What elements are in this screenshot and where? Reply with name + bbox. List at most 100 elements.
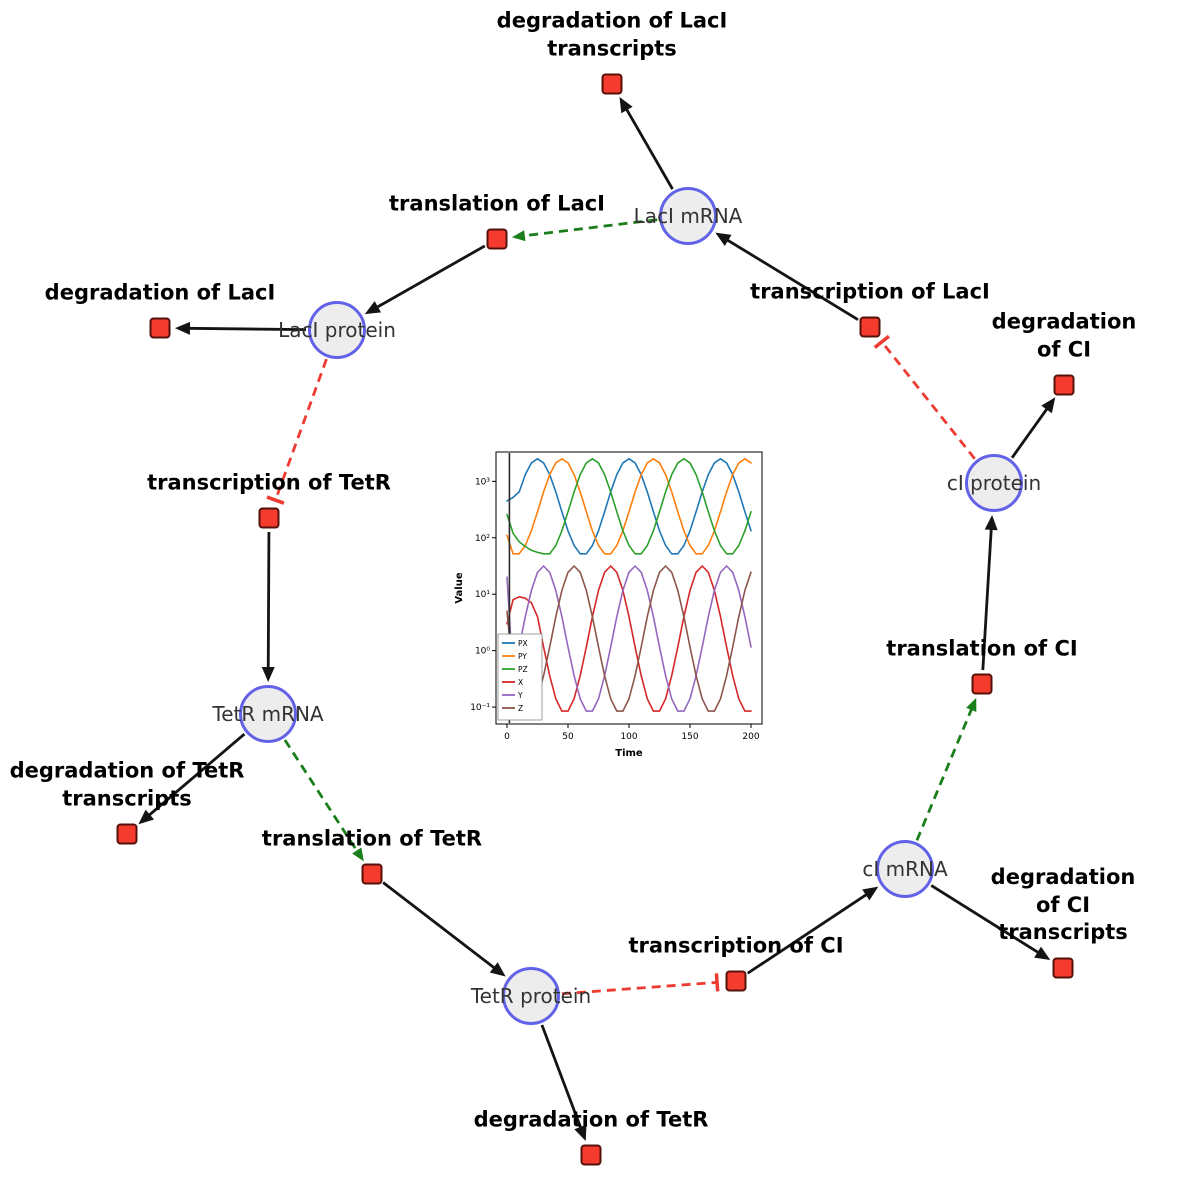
edge-consumption-laci_protein-degradation_laci — [174, 321, 307, 335]
arrowhead-icon — [715, 232, 732, 247]
edge-consumption-ci_mrna-deg_ci_tx — [930, 884, 1051, 961]
species-label-tetr_mrna: TetR mRNA — [212, 702, 324, 726]
species-node-tetr_mrna — [239, 685, 297, 743]
y-tick-label: 10⁻¹ — [470, 703, 490, 713]
edge-production-transcription_ci-ci_mrna — [746, 886, 879, 975]
species-label-tetr_protein: TetR protein — [470, 984, 592, 1008]
edge-production-transcription_tetr-tetr_mrna — [261, 531, 275, 683]
series-line-PZ — [506, 458, 752, 555]
x-axis-label: Time — [615, 748, 643, 759]
edge-consumption-tetr_protein-degradation_tetr — [540, 1024, 587, 1141]
series-line-PX — [506, 458, 752, 555]
reaction-label-transcription_tetr: transcription of TetR — [147, 470, 391, 495]
edge-line — [274, 358, 328, 501]
edge-line — [266, 531, 271, 671]
species-label-ci_mrna: cI mRNA — [862, 857, 948, 881]
reaction-label-degradation_laci: degradation of LacI — [44, 280, 276, 305]
edge-line — [624, 106, 674, 190]
reaction-node-deg_ci_tx — [1052, 957, 1074, 979]
inhibition-tbar-icon — [873, 334, 890, 349]
edge-line — [561, 980, 718, 996]
y-tick-label: 10³ — [475, 477, 490, 487]
y-tick-label: 10⁰ — [475, 647, 490, 657]
edge-production-transcription_laci-laci_mrna — [715, 232, 859, 321]
edge-line — [746, 892, 870, 975]
edge-production-translation_tetr-tetr_protein — [382, 881, 506, 977]
inhibition-tbar-icon — [266, 495, 285, 505]
legend-label-PZ: PZ — [518, 665, 528, 674]
reaction-label-transcription_laci: transcription of LacI — [750, 279, 990, 304]
edge-consumption-laci_mrna-deg_laci_tx — [619, 96, 674, 190]
x-tick-label: 150 — [681, 732, 698, 742]
y-axis-label: Value — [454, 572, 465, 603]
edge-line — [521, 218, 658, 238]
edge-inhibition-ci_protein-transcription_laci — [873, 334, 976, 460]
edge-line — [283, 739, 360, 854]
reaction-label-deg_tetr_tx: degradation of TetR transcripts — [9, 758, 245, 811]
series-line-X — [506, 565, 752, 712]
legend-label-PY: PY — [518, 652, 527, 661]
species-node-laci_protein — [308, 301, 366, 359]
arrowhead-icon — [1041, 397, 1056, 414]
x-tick-label: 200 — [742, 732, 759, 742]
reaction-label-deg_laci_tx: degradation of LacI transcripts — [496, 8, 728, 61]
edge-modifier-laci_mrna-translation_laci — [511, 218, 658, 242]
series-line-Z — [506, 565, 752, 712]
edge-line — [146, 733, 246, 818]
edge-line — [540, 1024, 583, 1131]
reaction-label-deg_ci_tx: degradation of CI transcripts — [990, 864, 1136, 945]
edge-line — [981, 526, 993, 671]
species-node-ci_protein — [965, 454, 1023, 512]
species-node-ci_mrna — [876, 840, 934, 898]
species-label-ci_protein: cI protein — [946, 471, 1042, 495]
edge-inhibition-tetr_protein-transcription_ci — [561, 973, 720, 996]
reaction-label-translation_ci: translation of CI — [886, 636, 1078, 661]
reaction-node-transcription_laci — [859, 316, 881, 338]
reaction-label-translation_tetr: translation of TetR — [261, 826, 483, 851]
arrowhead-icon — [261, 666, 275, 683]
edge-inhibition-laci_protein-transcription_tetr — [266, 358, 328, 505]
edge-line — [930, 884, 1041, 955]
reaction-node-transcription_tetr — [258, 507, 280, 529]
edge-modifier-tetr_mrna-translation_tetr — [283, 739, 364, 862]
legend-label-X: X — [518, 678, 523, 687]
edge-line — [374, 244, 486, 310]
arrowhead-icon — [364, 301, 382, 315]
edge-production-translation_laci-laci_protein — [364, 244, 486, 315]
arrowhead-icon — [966, 697, 977, 712]
reaction-label-translation_laci: translation of LacI — [389, 191, 605, 216]
arrowhead-icon — [984, 514, 998, 531]
edge-line — [880, 341, 976, 460]
species-node-tetr_protein — [502, 967, 560, 1025]
series-line-PY — [506, 458, 752, 555]
reaction-node-degradation_ci — [1053, 374, 1075, 396]
x-tick-label: 100 — [620, 732, 637, 742]
legend-box — [497, 633, 543, 721]
series-line-Y — [506, 565, 752, 712]
legend-label-Z: Z — [518, 704, 523, 713]
legend-label-Y: Y — [517, 691, 523, 700]
arrowhead-icon — [1034, 946, 1051, 961]
arrowhead-icon — [489, 962, 506, 977]
species-label-laci_mrna: LacI mRNA — [633, 204, 743, 228]
edge-line — [382, 881, 497, 971]
legend-label-PX: PX — [518, 639, 528, 648]
x-tick-label: 50 — [562, 732, 574, 742]
arrowhead-icon — [619, 96, 633, 114]
reaction-node-deg_tetr_tx — [116, 823, 138, 845]
reaction-label-transcription_ci: transcription of CI — [628, 933, 844, 958]
reaction-node-translation_ci — [971, 673, 993, 695]
edge-consumption-ci_protein-degradation_ci — [1010, 397, 1056, 459]
arrowhead-icon — [174, 321, 191, 335]
reaction-label-degradation_ci: degradation of CI — [991, 309, 1137, 362]
y-tick-label: 10² — [475, 534, 490, 544]
edge-line — [186, 326, 307, 332]
edge-line — [1010, 406, 1050, 459]
reaction-node-transcription_ci — [725, 970, 747, 992]
arrowhead-icon — [352, 847, 364, 862]
arrowhead-icon — [574, 1124, 587, 1141]
